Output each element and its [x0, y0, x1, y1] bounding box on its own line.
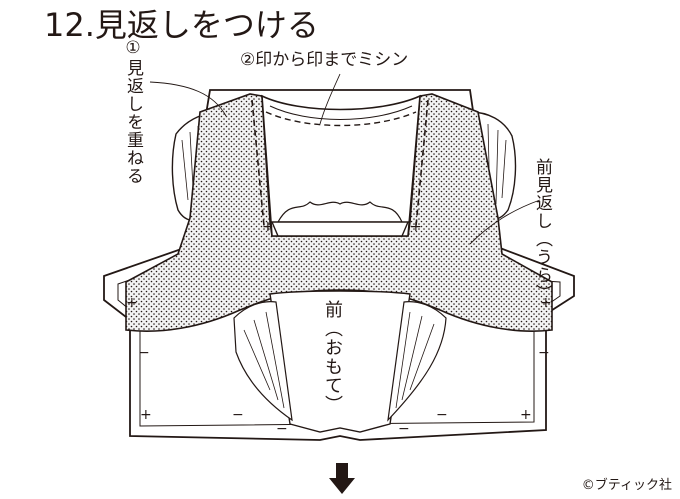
leader-step1: [149, 81, 227, 117]
svg-text:−: −: [138, 345, 150, 361]
lower-left-frill-gathers: [243, 311, 285, 409]
copyright-text: ©ブティック社: [581, 478, 672, 493]
down-arrow-icon: [329, 463, 355, 494]
svg-text:−: −: [538, 345, 550, 361]
svg-text:−: −: [398, 421, 410, 437]
page-title: 12.見返しをつける: [44, 6, 319, 44]
neckline-opening: [261, 94, 421, 237]
label-step1: ①見返しを重ねる: [123, 38, 143, 185]
front-bodice-center: [269, 290, 411, 433]
stitch-line-neck: [265, 111, 417, 127]
svg-text:−: −: [436, 407, 448, 423]
svg-text:+: +: [126, 295, 138, 311]
svg-text:−: −: [232, 407, 244, 423]
label-step2: ②印から印までミシン: [240, 50, 409, 70]
lower-left-frill: [233, 301, 293, 422]
lower-right-frill-gathers: [395, 311, 435, 409]
leader-facing: [469, 199, 541, 245]
center-neck-frill: [276, 201, 403, 223]
stitch-line-left: [251, 99, 265, 227]
neckline-inner: [269, 105, 413, 120]
label-front-face: 前（おもて）: [322, 300, 343, 414]
left-frill-gathers: [181, 122, 207, 212]
svg-text:+: +: [410, 219, 422, 235]
svg-text:+: +: [540, 295, 552, 311]
stitch-line-right: [415, 99, 429, 227]
seam-marks: + + + + + + − − − − − −: [126, 219, 552, 437]
svg-text:−: −: [276, 421, 288, 437]
leader-step2: [319, 73, 341, 125]
center-neck-frill-band: [270, 221, 410, 237]
svg-text:+: +: [262, 219, 274, 235]
svg-text:+: +: [520, 407, 532, 423]
label-front-facing: 前見返し（うら）: [532, 158, 552, 302]
svg-text:+: +: [140, 407, 152, 423]
